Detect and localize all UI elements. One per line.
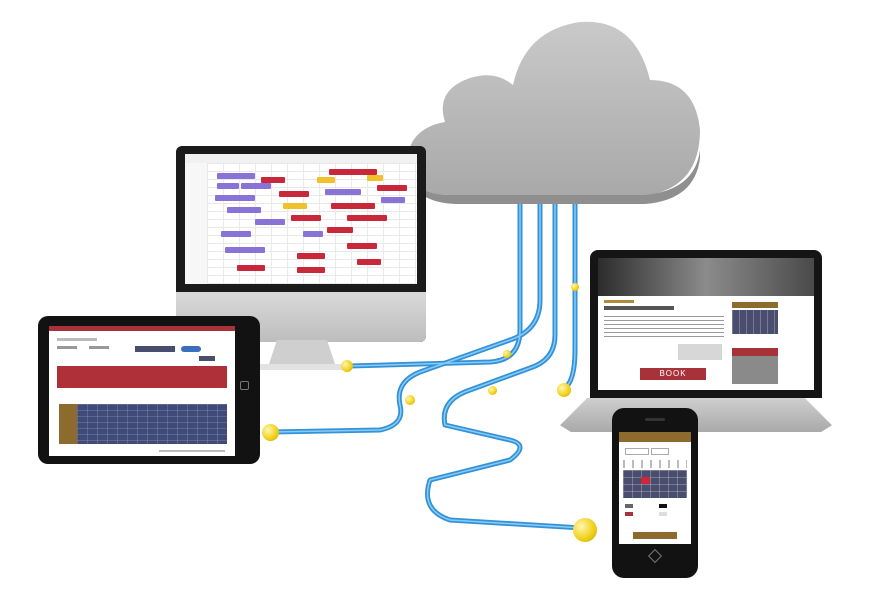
text-line	[57, 338, 97, 341]
booking-block	[221, 231, 251, 237]
booking-block	[291, 215, 321, 221]
connection-node-icon	[488, 386, 497, 395]
booking-block	[261, 177, 285, 183]
room-photo	[678, 344, 722, 360]
booking-block	[297, 267, 325, 273]
text-line	[89, 346, 109, 349]
booking-block	[225, 247, 265, 253]
booking-block	[255, 219, 285, 225]
availability-alert	[57, 366, 227, 388]
rate-table	[77, 404, 227, 444]
booking-block	[347, 215, 387, 221]
connection-node-icon	[341, 360, 353, 372]
booking-widget-screen	[49, 326, 235, 456]
legend-swatch	[659, 504, 667, 508]
monitor-stand	[257, 340, 347, 370]
booking-block	[381, 197, 405, 203]
search-button	[199, 356, 215, 361]
calendar-sidebar	[185, 163, 208, 284]
reservation-calendar-screen	[185, 154, 417, 284]
mobile-header	[619, 432, 691, 442]
legend-swatch	[625, 504, 633, 508]
booking-block	[377, 185, 407, 191]
connection-node-icon	[573, 518, 597, 542]
connection-node-icon	[557, 383, 571, 397]
book-direct-banner: BOOK DIRECT	[640, 368, 706, 390]
body-text	[604, 316, 724, 340]
sidebar-menu	[732, 356, 778, 384]
connection-node-icon	[262, 424, 279, 441]
sidebar-header	[732, 348, 778, 356]
guest-selector	[135, 346, 175, 352]
month-select	[625, 448, 649, 455]
text-line	[57, 346, 77, 349]
booking-block	[331, 203, 375, 209]
hotel-website-screen: BOOK DIRECT	[598, 258, 814, 390]
booking-block	[297, 253, 325, 259]
booking-block	[327, 227, 353, 233]
booking-block	[241, 183, 271, 189]
tablet-header-bar	[49, 326, 235, 331]
text-line	[604, 306, 674, 310]
widget-header	[732, 302, 778, 308]
booking-block	[227, 207, 261, 213]
cloud-icon	[406, 21, 700, 204]
connection-node-icon	[571, 283, 579, 291]
mobile-calendar	[623, 470, 687, 498]
booking-block	[237, 265, 265, 271]
connection-node-icon	[405, 395, 415, 405]
connection-node-icon	[503, 350, 511, 358]
booking-block	[347, 243, 377, 249]
cable-to-laptop	[562, 197, 578, 391]
phone-speaker	[645, 418, 665, 421]
legend-swatch	[625, 512, 633, 516]
discount-badge	[181, 346, 201, 352]
booking-block	[357, 259, 381, 265]
book-now-button	[633, 532, 677, 539]
hero-image	[598, 258, 814, 296]
booking-block	[283, 203, 307, 209]
year-select	[651, 448, 669, 455]
mobile-booking-screen	[619, 432, 691, 544]
booking-block	[217, 173, 255, 179]
booking-block	[279, 191, 309, 197]
text-line	[604, 300, 634, 303]
calendar-grid	[207, 163, 417, 284]
booking-block	[215, 195, 255, 201]
booking-block	[325, 189, 361, 195]
room-type-column	[59, 404, 77, 444]
weekday-row	[623, 460, 687, 468]
widget-calendar	[732, 310, 778, 334]
booking-block	[217, 183, 239, 189]
booking-block	[303, 231, 323, 237]
text-line	[159, 450, 225, 452]
tablet-home-button	[240, 381, 249, 390]
booking-block	[367, 175, 383, 181]
legend-swatch	[659, 512, 667, 516]
selected-date	[641, 477, 650, 484]
booking-block	[317, 177, 335, 183]
booking-block	[329, 169, 377, 175]
